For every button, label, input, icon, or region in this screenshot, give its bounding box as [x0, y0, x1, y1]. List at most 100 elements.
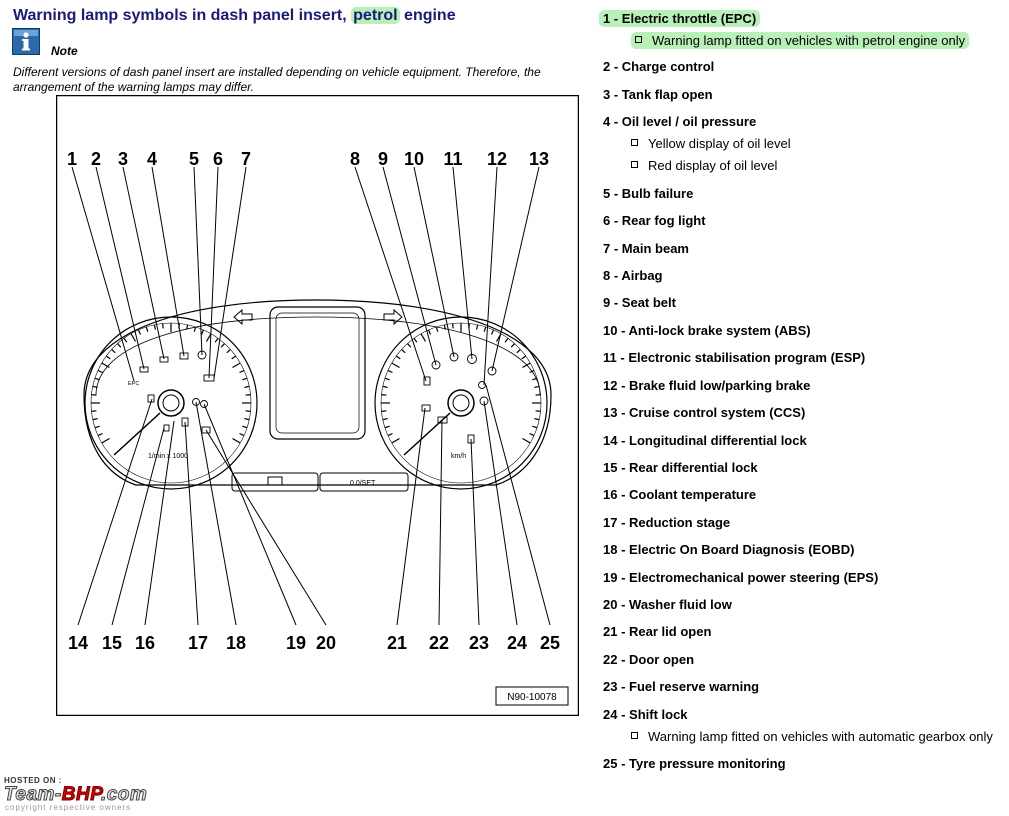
legend-separator: -: [617, 679, 630, 694]
gauge-tick: [123, 337, 128, 343]
legend-separator: -: [610, 59, 622, 74]
right-turn-arrow-icon: [383, 308, 403, 326]
legend-item: 10 - Anti-lock brake system (ABS): [603, 323, 811, 338]
legend-label: Reduction stage: [629, 515, 731, 530]
tacho-unit: 1/min x 1000: [148, 453, 188, 460]
legend-number: 15: [603, 460, 618, 475]
legend-separator: -: [610, 268, 622, 283]
callout-line: [151, 166, 185, 357]
legend-separator: -: [610, 11, 622, 26]
callout-number-bottom: 15: [102, 633, 122, 653]
legend-item: 11 - Electronic stabilisation program (E…: [603, 350, 865, 365]
legend-item: 4 - Oil level / oil pressure: [603, 114, 756, 129]
gauge-tick: [245, 410, 251, 412]
gauge-tick: [435, 326, 439, 332]
gauge-tick: [413, 337, 418, 343]
legend-label: Shift lock: [629, 707, 688, 722]
gauge-tick: [186, 324, 189, 330]
callout-number-top: 13: [529, 149, 549, 169]
callout-number-top: 10: [404, 149, 424, 169]
legend-item: 14 - Longitudinal differential lock: [603, 433, 807, 448]
legend-item: 20 - Washer fluid low: [603, 597, 732, 612]
legend-number: 19: [603, 570, 618, 585]
gauge-tick: [117, 343, 122, 348]
left-turn-arrow-icon: [233, 308, 253, 326]
legend-item: 7 - Main beam: [603, 241, 689, 256]
callout-number-top: 1: [67, 149, 77, 169]
legend-label: Coolant temperature: [629, 487, 757, 502]
callout-number-bottom: 24: [507, 633, 527, 653]
legend-label: Rear differential lock: [629, 460, 758, 475]
legend-item: 22 - Door open: [603, 652, 694, 667]
gauge-tick: [384, 425, 390, 429]
speedo-lamp-symbols: [421, 352, 497, 444]
gauge-tick: [97, 369, 103, 374]
gauge-tick: [220, 343, 225, 348]
gauge-tick: [532, 425, 538, 429]
callout-number-bottom: 16: [135, 633, 155, 653]
gauge-tick: [232, 362, 241, 369]
callout-line: [203, 403, 297, 626]
callout-number-bottom: 22: [429, 633, 449, 653]
gauge-tick: [521, 355, 527, 360]
epc-text: EPC: [128, 381, 139, 387]
legend-number: 21: [603, 624, 618, 639]
gauge-tick: [94, 377, 100, 381]
gauge-tick: [504, 337, 509, 343]
gauge-tick: [91, 394, 97, 396]
gauge-tick: [443, 324, 446, 330]
legend-label: Tank flap open: [621, 87, 713, 102]
gauge-tick: [529, 432, 535, 437]
legend-item: 1 - Electric throttle (EPC): [599, 10, 761, 27]
speedo-unit: km/h: [451, 453, 466, 460]
gauge-tick: [111, 349, 116, 354]
legend-subitem: Red display of oil level: [631, 158, 777, 173]
gauge-tick: [381, 394, 387, 396]
legend-item: 6 - Rear fog light: [603, 213, 706, 228]
legend-separator: -: [610, 295, 622, 310]
gauge-tick: [94, 425, 100, 429]
gauge-tick: [516, 349, 521, 354]
legend-label: Electromechanical power steering (EPS): [629, 570, 879, 585]
callout-line: [193, 166, 203, 356]
legend-item: 21 - Rear lid open: [603, 624, 711, 639]
callout-line: [95, 166, 145, 370]
legend-item: 23 - Fuel reserve warning: [603, 679, 759, 694]
gauge-tick: [137, 329, 142, 335]
callout-line: [184, 421, 199, 626]
gauge-tick: [162, 323, 164, 329]
legend-separator: -: [617, 405, 630, 420]
gauge-tick: [226, 349, 231, 354]
figure-code: N90-10078: [507, 692, 557, 703]
watermark-brand-a: Team-: [4, 784, 62, 806]
gauge-tick: [522, 437, 531, 444]
center-display: [269, 306, 366, 440]
gauge-tick: [242, 377, 248, 381]
legend-separator: -: [617, 707, 630, 722]
legend-separator: -: [617, 652, 630, 667]
callout-number-top: 11: [443, 149, 462, 169]
legend-item: 19 - Electromechanical power steering (E…: [603, 570, 878, 585]
gauge-tick: [387, 369, 393, 374]
gauge-tick: [101, 362, 110, 369]
gauge-tick: [391, 362, 400, 369]
gauge-tick: [244, 385, 250, 388]
legend-label: Main beam: [621, 241, 689, 256]
cluster-housing: [83, 299, 552, 486]
legend-label: Electric On Board Diagnosis (EOBD): [629, 542, 855, 557]
legend-item: 3 - Tank flap open: [603, 87, 713, 102]
gauge-tick: [401, 349, 406, 354]
callout-number-top: 5: [189, 149, 199, 169]
callout-number-top: 9: [378, 149, 388, 169]
gauge-tick: [92, 385, 98, 388]
gauge-tick: [381, 410, 387, 412]
gauge-tick: [245, 394, 251, 396]
legend-number: 25: [603, 756, 618, 771]
legend-label: Seat belt: [621, 295, 676, 310]
callout-number-top: 7: [241, 149, 251, 169]
legend-separator: -: [617, 378, 630, 393]
legend-separator: -: [617, 756, 630, 771]
watermark-hosted: HOSTED ON :: [4, 776, 62, 785]
dash-panel-diagram: 1/min x 1000 EPC km/h 0.0/SET: [56, 95, 579, 716]
gauge-tick: [476, 324, 479, 330]
